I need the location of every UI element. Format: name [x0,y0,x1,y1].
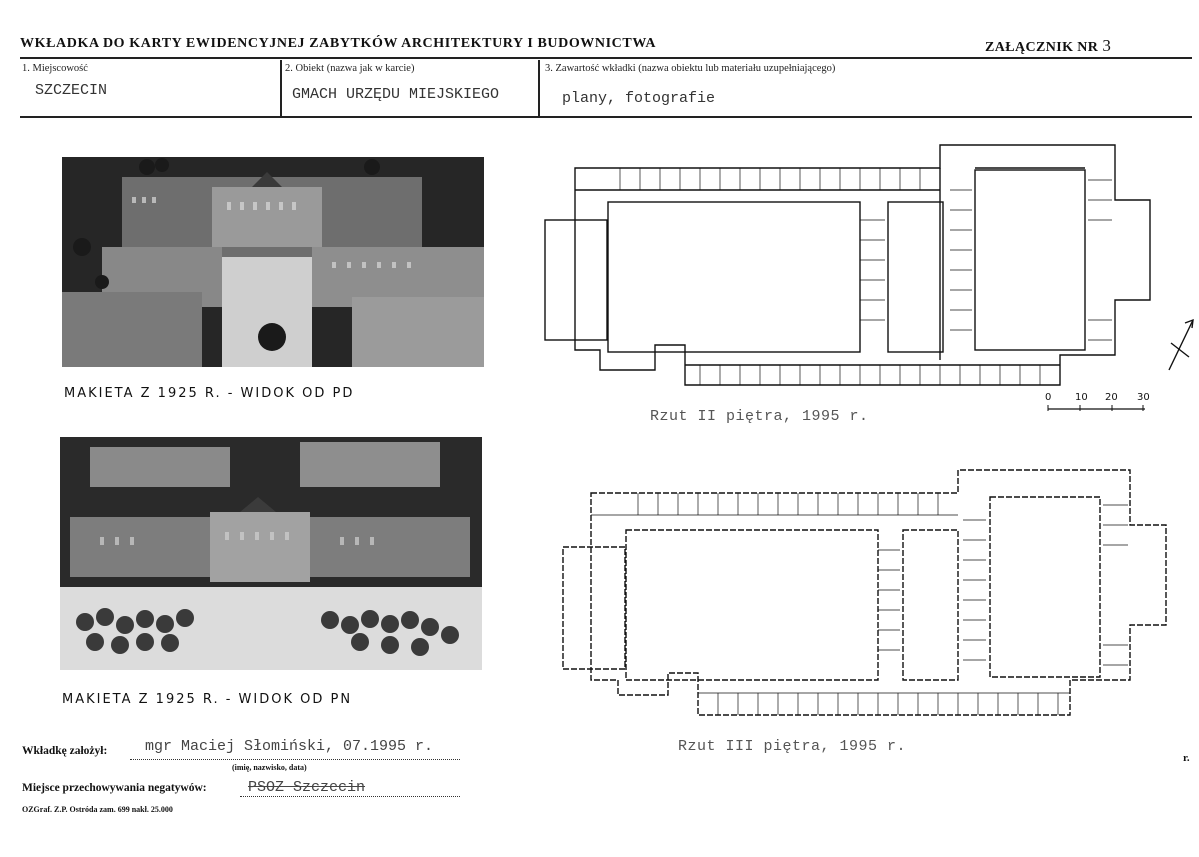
attachment-label-text: ZAŁĄCZNIK NR [985,40,1099,55]
model-photo-north-west [60,437,482,670]
locality-label: 1. Miejscowość [22,63,88,74]
floor-plan-second-floor-drawing [544,144,1151,386]
model-photo-south-west [62,157,484,367]
scale-tick-0: 0 [1045,392,1052,403]
header-rule-bottom [20,116,1192,118]
scale-tick-10: 10 [1075,392,1088,403]
floor-plan-third-floor-drawing [562,469,1167,716]
scale-tick-30: 30 [1137,392,1150,403]
model-photo-north-west-image [60,437,482,670]
plan-caption-third-floor: Rzut III piętra, 1995 r. [678,738,907,755]
compiled-by-label: Wkładkę założył: [22,745,108,757]
printer-info: OZGraf. Z.P. Ostróda zam. 699 nakł. 25.0… [22,805,173,814]
field-divider-2 [538,60,540,116]
attachment-number: 3 [1102,36,1112,55]
scale-tick-20: 20 [1105,392,1118,403]
photo-caption-north-west: MAKIETA Z 1925 R. - WIDOK OD PN [62,692,353,707]
plan-caption-second-floor: Rzut II piętra, 1995 r. [650,408,869,425]
photo-caption-south-west: MAKIETA Z 1925 R. - WIDOK OD PD [64,386,355,401]
compiled-by-dotted-line [130,759,460,760]
margin-mark: r. [1183,752,1190,764]
floor-plan-third-floor [558,465,1168,727]
locality-value: SZCZECIN [35,82,108,99]
object-value: GMACH URZĘDU MIEJSKIEGO [292,86,500,103]
header-rule-top [20,57,1192,59]
storage-label: Miejsce przechowywania negatywów: [22,782,207,794]
compiled-by-hint: (imię, nazwisko, data) [232,763,307,772]
field-divider-1 [280,60,282,116]
scale-bar-line [1047,405,1145,411]
form-title: WKŁADKA DO KARTY EWIDENCYJNEJ ZABYTKÓW A… [20,36,657,51]
scale-bar: 0 10 20 30 [1045,392,1160,414]
object-label: 2. Obiekt (nazwa jak w karcie) [285,63,415,74]
storage-value: PSOZ Szczecin [248,779,366,796]
storage-dotted-line [240,796,460,797]
contents-value: plany, fotografie [562,90,716,107]
floor-plan-second-floor [540,140,1155,395]
contents-label: 3. Zawartość wkładki (nazwa obiektu lub … [545,63,836,74]
model-photo-south-west-image [62,157,484,367]
compiled-by-value: mgr Maciej Słomiński, 07.1995 r. [145,738,434,755]
north-arrow-icon [1168,318,1194,371]
